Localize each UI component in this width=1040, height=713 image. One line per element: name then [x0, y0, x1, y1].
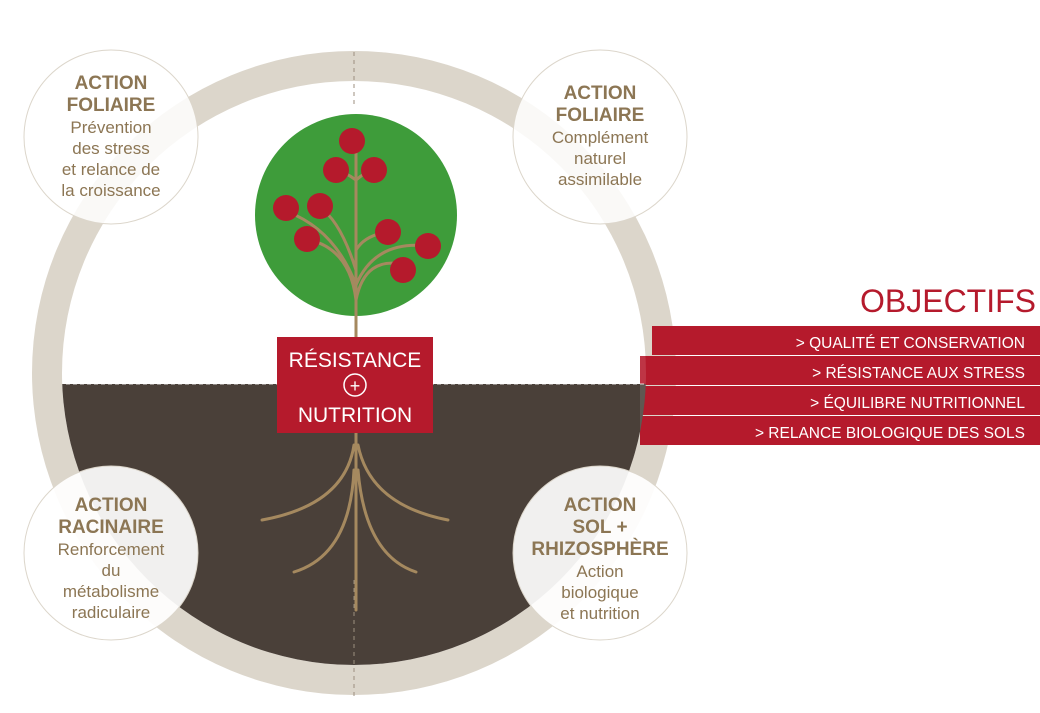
center-box-plus: +: [350, 376, 361, 396]
action-desc: du: [102, 561, 121, 580]
action-title: SOL +: [572, 517, 627, 538]
center-box: [277, 337, 433, 433]
center-box-line1: RÉSISTANCE: [289, 349, 422, 372]
action-title: ACTION: [564, 83, 637, 104]
action-desc: Complément: [552, 128, 649, 147]
action-title: FOLIAIRE: [67, 95, 156, 116]
plus-circle: [343, 373, 367, 397]
action-circle-top-right: ACTION FOLIAIRE Complément naturel assim…: [512, 49, 688, 225]
action-desc: et nutrition: [560, 604, 639, 623]
action-circle-bottom-right: ACTION SOL + RHIZOSPHÈRE Action biologiq…: [512, 465, 688, 641]
action-circle-top-left: ACTION FOLIAIRE Prévention des stress et…: [23, 49, 199, 225]
action-desc: Prévention: [70, 118, 151, 137]
action-desc: radiculaire: [72, 603, 150, 622]
action-desc: naturel: [574, 149, 626, 168]
action-desc: des stress: [72, 139, 149, 158]
action-title: RHIZOSPHÈRE: [531, 538, 668, 560]
objectives-bands: [640, 326, 1040, 445]
action-desc: assimilable: [558, 170, 642, 189]
action-desc: Renforcement: [58, 540, 165, 559]
objective-item: > RÉSISTANCE AUX STRESS: [812, 365, 1025, 382]
objective-item: > QUALITÉ ET CONSERVATION: [796, 335, 1025, 352]
action-desc: métabolisme: [63, 582, 159, 601]
action-title: FOLIAIRE: [556, 105, 645, 126]
center-box-line2: NUTRITION: [298, 404, 412, 427]
action-circle-bottom-left: ACTION RACINAIRE Renforcement du métabol…: [23, 465, 199, 641]
action-desc: biologique: [561, 583, 639, 602]
action-title: ACTION: [75, 73, 148, 94]
objectives-title: OBJECTIFS: [860, 283, 1036, 319]
objective-item: > ÉQUILIBRE NUTRITIONNEL: [810, 395, 1025, 412]
objective-item: > RELANCE BIOLOGIQUE DES SOLS: [755, 425, 1025, 442]
action-desc: et relance de: [62, 160, 160, 179]
action-title: RACINAIRE: [58, 517, 164, 538]
tree-fruits: [273, 128, 441, 283]
roots: [260, 430, 450, 612]
action-desc: la croissance: [61, 181, 160, 200]
action-desc: Action: [576, 562, 623, 581]
objectives-band-overlay: [640, 326, 646, 445]
action-title: ACTION: [564, 495, 637, 516]
action-title: ACTION: [75, 495, 148, 516]
